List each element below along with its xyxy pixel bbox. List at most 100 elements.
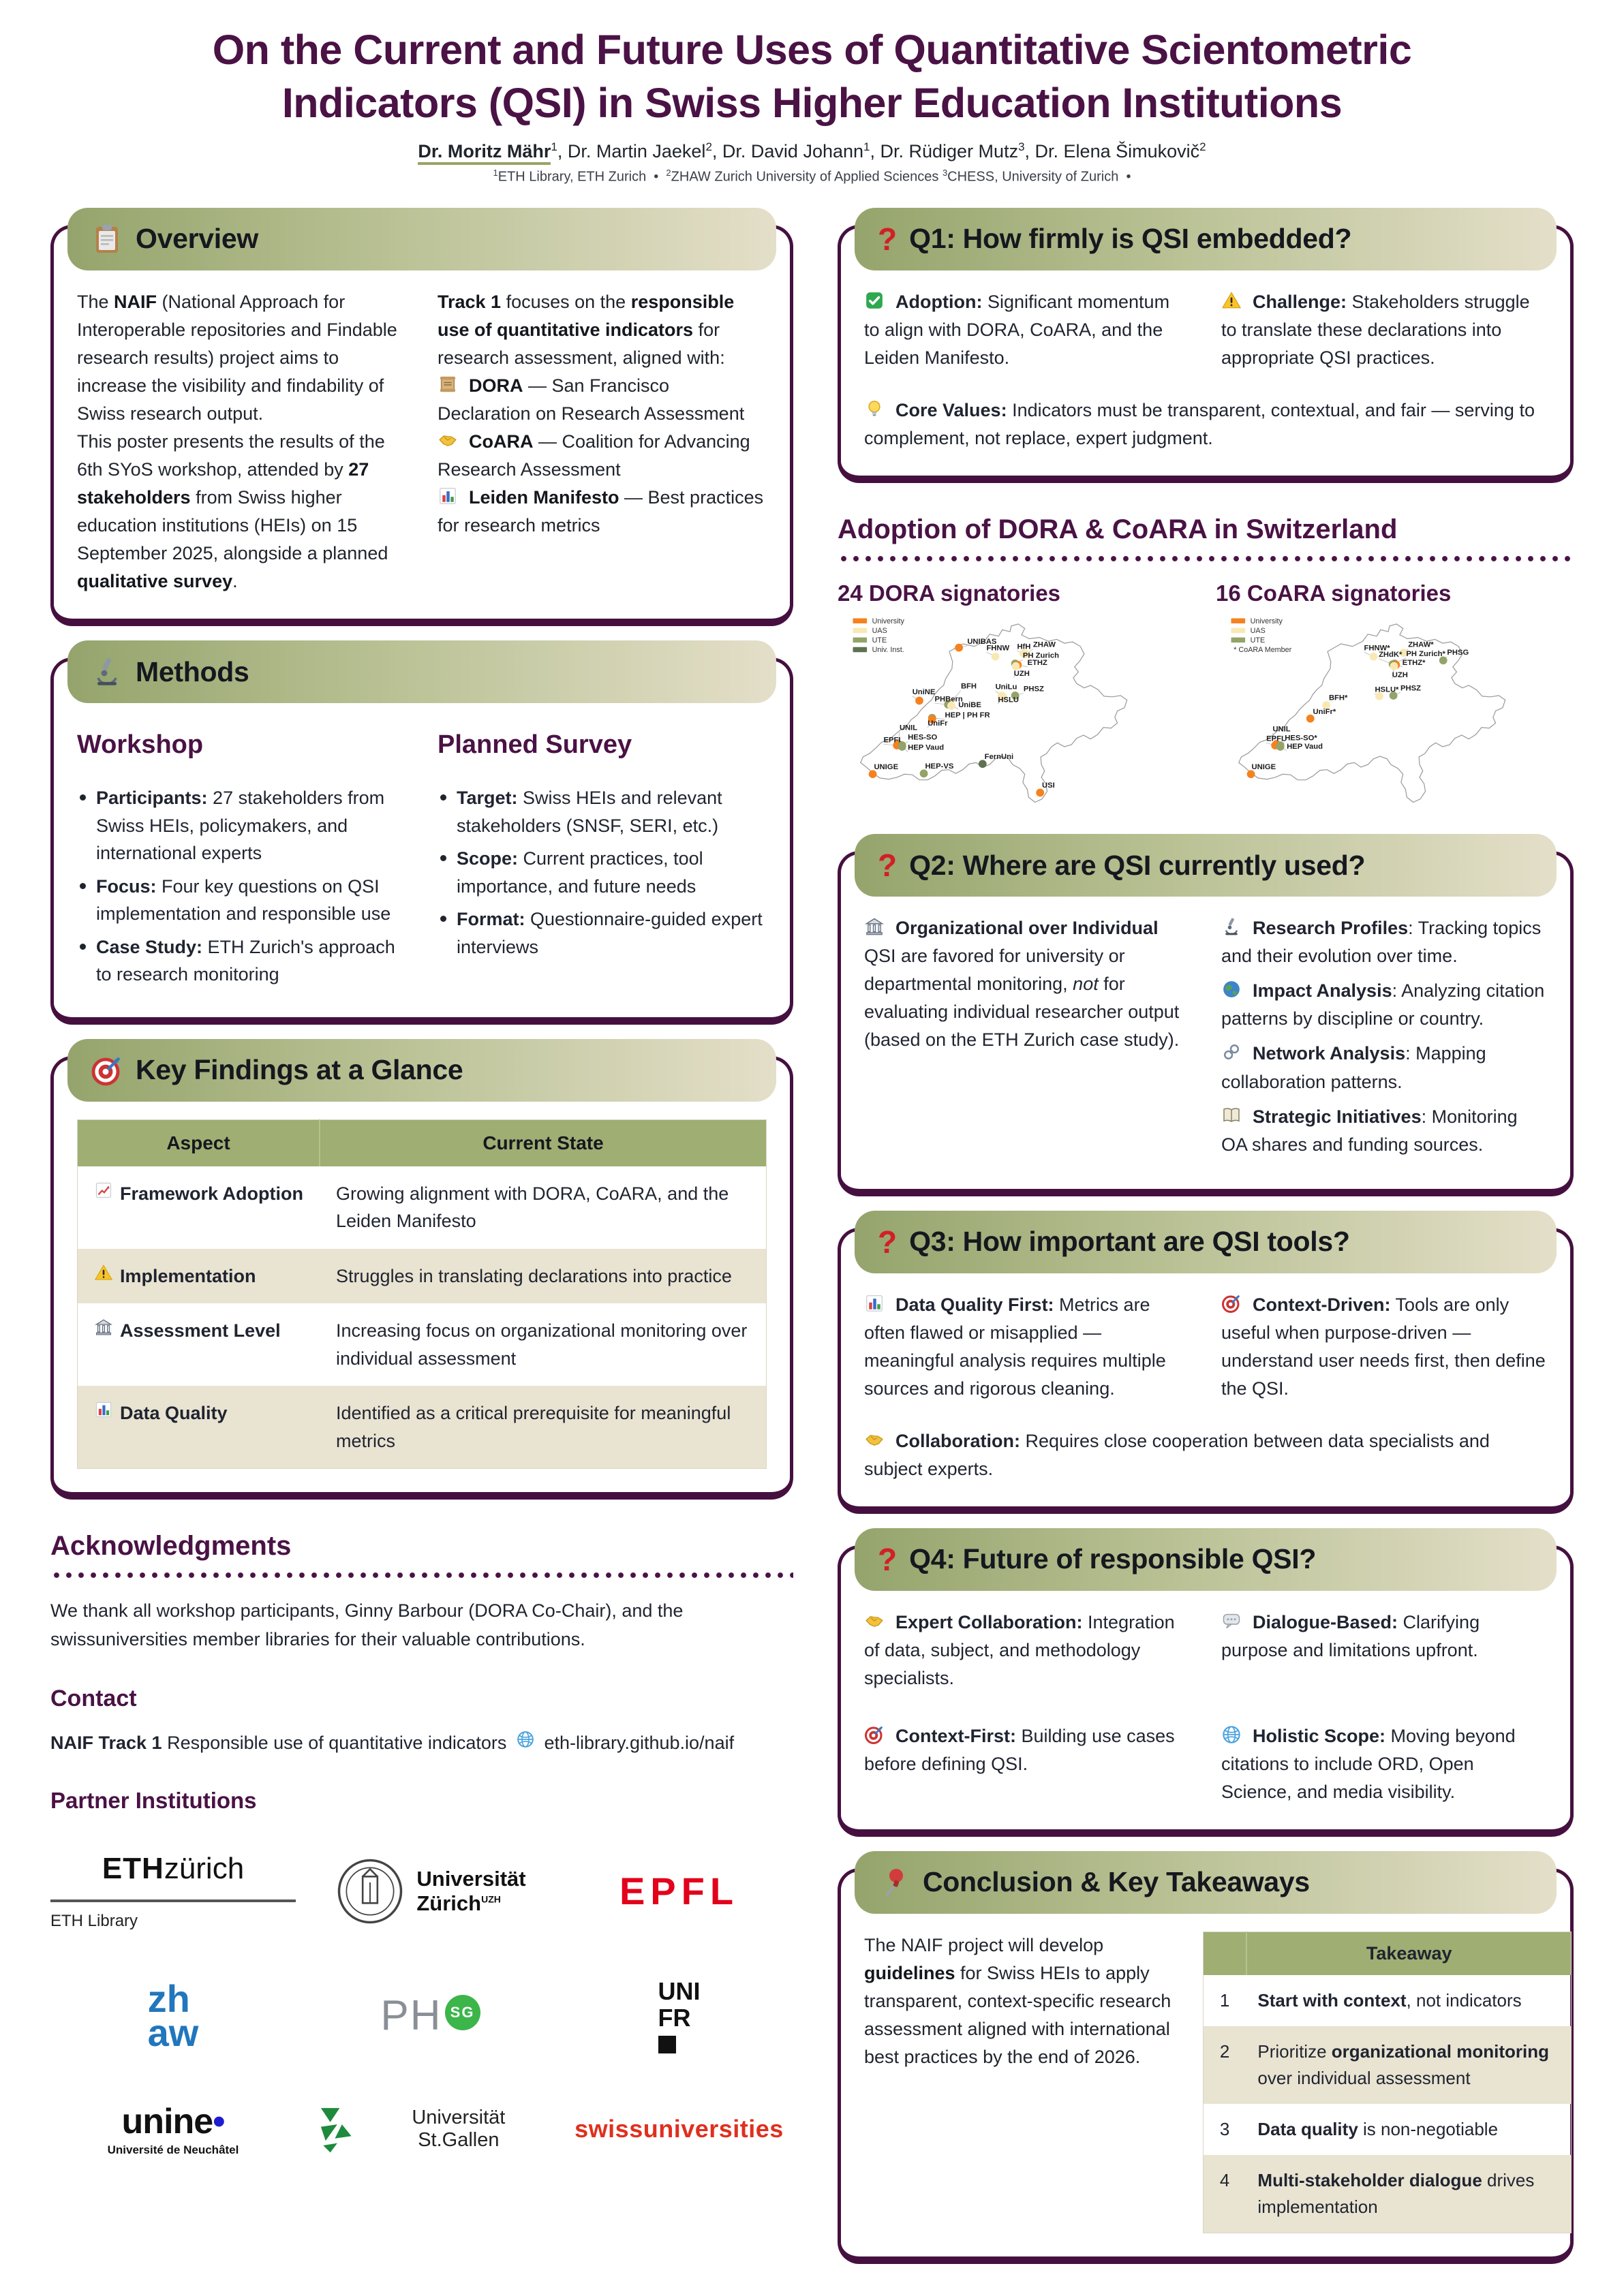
map-point-label: HEP-VS (925, 762, 953, 771)
table-row: Implementation Struggles in translating d… (77, 1248, 767, 1304)
q2-heading: Q2: Where are QSI currently used? (909, 849, 1366, 881)
map-point (1369, 652, 1378, 661)
map-point (1390, 662, 1398, 670)
list-item: Network Analysis: Mapping collaboration … (1221, 1040, 1547, 1096)
map-point-label: FHNW* (1364, 644, 1391, 652)
microscope-icon (91, 655, 123, 688)
takeaway-number: 3 (1219, 2118, 1230, 2139)
map-point-label: HES-SO* (1285, 734, 1317, 743)
map-point-label: UniLu (996, 683, 1017, 692)
question-icon: ? (878, 848, 898, 884)
survey-list: Target: Swiss HEIs and relevant stakehol… (438, 784, 767, 961)
methods-heading: Methods (136, 655, 249, 687)
list-item: Data Quality First: Metrics are often fl… (864, 1291, 1190, 1403)
map-point-label: UniFr (928, 719, 948, 728)
overview-header: Overview (67, 207, 776, 270)
takeaway-text: Start with context, not indicators (1257, 1989, 1522, 2011)
map-point-label: PH Zurich* (1406, 650, 1445, 658)
map-point (1011, 662, 1020, 670)
list-item-text: Data Quality First: Metrics are often fl… (864, 1294, 1166, 1399)
check-icon (864, 290, 890, 311)
map-point-label: UZH (1014, 670, 1030, 678)
map-point (1022, 650, 1030, 658)
list-item: Context-First: Building use cases before… (864, 1722, 1190, 1806)
dotted-divider (50, 1571, 793, 1580)
q3-card: ? Q3: How important are QSI tools? Data … (838, 1210, 1574, 1514)
contact-line: NAIF Track 1 Responsible use of quantita… (50, 1730, 793, 1754)
partners-heading: Partner Institutions (50, 1787, 257, 1813)
legend-swatch (853, 627, 868, 634)
stgallen-text: Universität St.Gallen (412, 2106, 506, 2151)
q4-header: ? Q4: Future of responsible QSI? (855, 1527, 1557, 1591)
poster-header: On the Current and Future Uses of Quanti… (0, 0, 1624, 185)
coara-count-heading: 16 CoARA signatories (1216, 580, 1452, 606)
presenting-author: Dr. Moritz Mähr (418, 141, 551, 166)
list-item-text: Collaboration: Requires close cooperatio… (864, 1430, 1490, 1479)
logo-epfl: EPFL (619, 1870, 739, 1913)
switzerland-outline (859, 623, 1128, 803)
overview-text-left: The NAIF (National Approach for Interope… (77, 291, 397, 592)
overview-text-right: Track 1 focuses on the responsible use o… (438, 288, 767, 595)
list-item-text: Adoption: Significant momentum to align … (864, 291, 1170, 368)
legend-label: * CoARA Member (1234, 646, 1291, 654)
map-point (898, 743, 906, 751)
map-point-label: ETHZ* (1403, 659, 1426, 667)
map-point (1375, 692, 1383, 700)
authors: Dr. Moritz Mähr1, Dr. Martin Jaekel2, Dr… (0, 140, 1624, 166)
handshake-icon (438, 430, 463, 450)
map-point (928, 715, 936, 724)
list-item-text: CoARA — Coalition for Advancing Research… (438, 431, 750, 480)
unifr-line1: UNI (658, 1976, 701, 2005)
uzh-sup: UZH (481, 1893, 501, 1905)
target-icon (1221, 1293, 1247, 1314)
state-cell: Struggles in translating declarations in… (336, 1265, 732, 1286)
bulb-icon (864, 399, 890, 419)
logo-unifr: UNI FR (658, 1976, 701, 2053)
map-point (868, 770, 877, 779)
right-column: ? Q1: How firmly is QSI embedded? Adopti… (838, 206, 1574, 2295)
eth-divider (50, 1899, 296, 1902)
legend-label: UAS (1251, 627, 1266, 635)
stgallen-mark-icon (320, 2107, 352, 2152)
map-point-label: EPFL (884, 736, 904, 744)
list-item-text: Context-First: Building use cases before… (864, 1725, 1175, 1774)
map-point-label: UZH (1392, 671, 1408, 679)
list-item: Adoption: Significant momentum to align … (864, 288, 1190, 372)
list-item-text: Dialogue-Based: Clarifying purpose and l… (1221, 1611, 1480, 1660)
aspect-cell: Framework Adoption (78, 1166, 320, 1249)
legend-swatch (853, 618, 868, 623)
question-icon: ? (878, 221, 898, 257)
map-point-label: PHSZ (1400, 684, 1421, 692)
bullet-item: Format: Questionnaire-guided expert inte… (438, 905, 767, 961)
contact-url[interactable]: eth-library.github.io/naif (544, 1732, 735, 1753)
takeaway-number: 4 (1219, 2169, 1230, 2190)
map-point (919, 769, 928, 778)
list-item: Holistic Scope: Moving beyond citations … (1221, 1722, 1547, 1806)
map-point (978, 760, 987, 769)
workshop-subheading: Workshop (77, 730, 204, 760)
takeaway-number: 2 (1219, 2041, 1230, 2062)
contact-section: Contact NAIF Track 1 Responsible use of … (50, 1686, 793, 1754)
poster-title-line1: On the Current and Future Uses of Quanti… (212, 27, 1412, 73)
list-item-text: Context-Driven: Tools are only useful wh… (1221, 1294, 1546, 1399)
list-item: Challenge: Stakeholders struggle to tran… (1221, 288, 1547, 372)
bank-icon (94, 1318, 120, 1337)
globe-grid-icon (1221, 1724, 1247, 1745)
map-point-label: HEP Vaud (1287, 743, 1323, 751)
map-point (1389, 692, 1398, 700)
map-point-label: UNIL (900, 724, 917, 732)
list-item-text: DORA — San Francisco Declaration on Rese… (438, 375, 745, 424)
list-item: CoARA — Coalition for Advancing Research… (438, 428, 767, 484)
aspect-cell: Implementation (78, 1249, 320, 1304)
map-point (1036, 788, 1045, 797)
acknowledgments-section: Acknowledgments We thank all workshop pa… (50, 1531, 793, 1654)
map-point (1322, 701, 1331, 709)
aspect-cell: Assessment Level (78, 1303, 320, 1386)
